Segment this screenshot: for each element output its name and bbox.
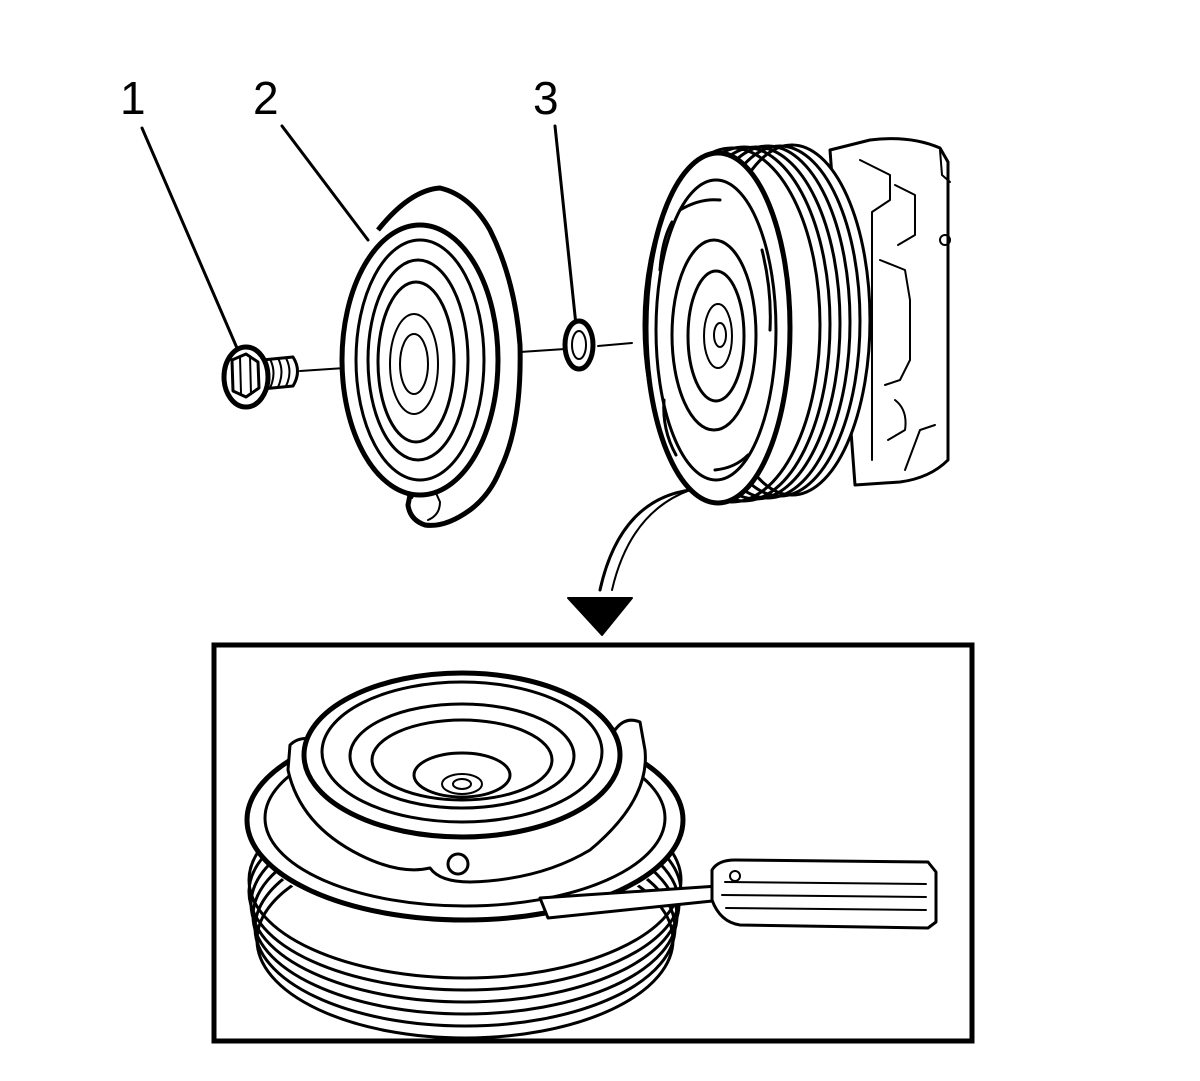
callout-2-label: 2 — [253, 72, 279, 124]
clutch-plate — [339, 185, 523, 528]
detail-inset — [211, 642, 975, 1044]
shim — [562, 318, 596, 372]
leader-line-2 — [280, 124, 370, 242]
feeler-gauge — [538, 858, 938, 930]
bolt — [221, 344, 299, 410]
leader-line-3 — [553, 124, 578, 327]
callout-1-label: 1 — [120, 72, 146, 124]
inset-clutch-plate — [286, 670, 647, 884]
callout-labels: 1 2 3 — [120, 72, 559, 124]
detail-arrow — [567, 488, 692, 636]
leader-lines — [140, 124, 578, 357]
compressor-pulley — [642, 137, 951, 506]
callout-3-label: 3 — [533, 72, 559, 124]
leader-line-1 — [140, 126, 242, 357]
